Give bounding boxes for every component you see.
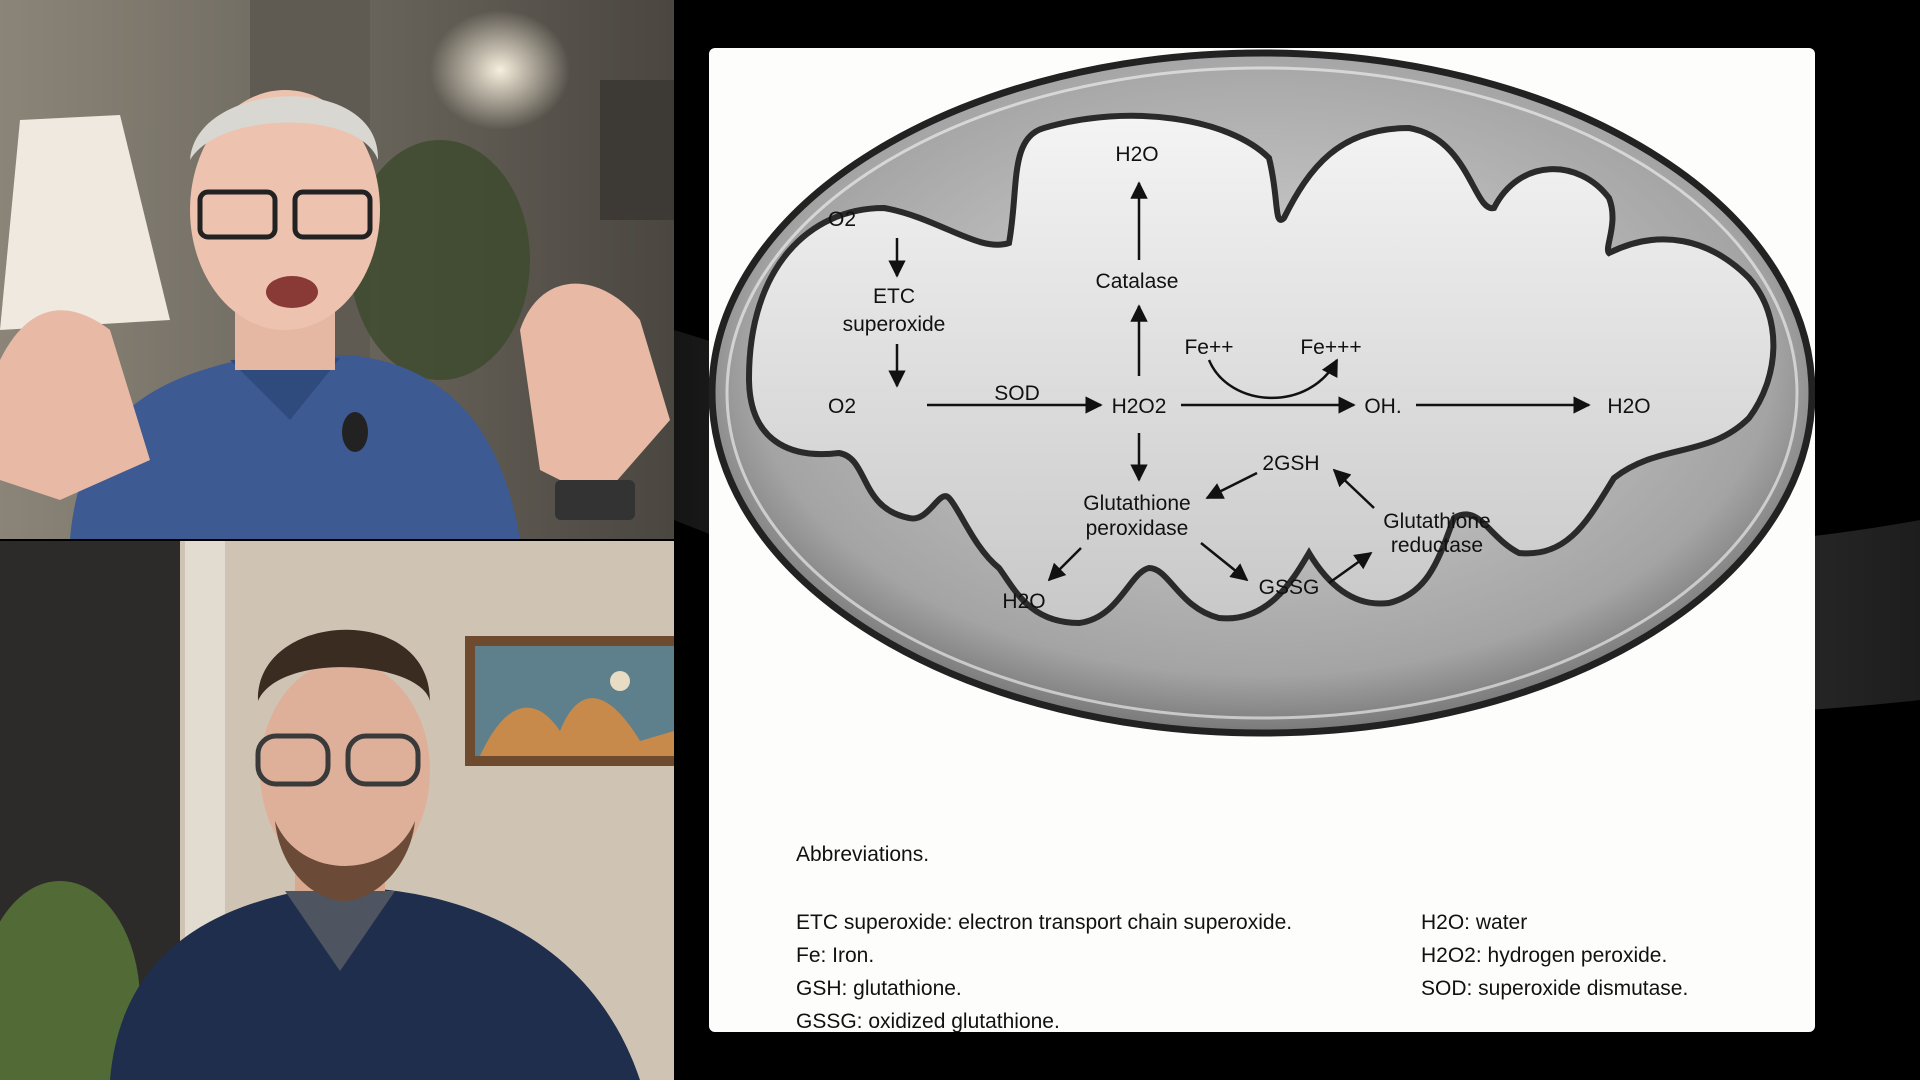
participant-video-guest[interactable] xyxy=(0,541,674,1080)
label-gpx-1: Glutathione xyxy=(1083,492,1190,515)
abbr-gsh: GSH: glutathione. xyxy=(796,977,962,1000)
arrow-gsh-gpx xyxy=(1205,471,1258,500)
label-sod: SOD xyxy=(994,382,1040,405)
label-gr-2: reductase xyxy=(1391,534,1483,557)
arrow-gpx-gssg xyxy=(1200,542,1249,582)
label-fe2: Fe++ xyxy=(1184,336,1233,359)
host-video-frame xyxy=(0,0,674,539)
abbreviations-title: Abbreviations. xyxy=(796,843,930,866)
arrow-gssg-gr xyxy=(1328,551,1373,585)
abbr-gssg: GSSG: oxidized glutathione. xyxy=(796,1010,1060,1032)
abbr-sod: SOD: superoxide dismutase. xyxy=(1421,977,1689,1000)
inner-membrane xyxy=(745,112,1777,627)
label-fe3: Fe+++ xyxy=(1300,336,1361,359)
arrow-gpx-h2o xyxy=(1047,547,1082,582)
abbr-h2o: H2O: water xyxy=(1421,911,1528,934)
label-h2o-right: H2O xyxy=(1607,395,1650,418)
label-h2o-bottom: H2O xyxy=(1002,590,1045,613)
abbreviations-left-column: ETC superoxide: electron transport chain… xyxy=(796,906,1396,1032)
label-gpx-2: peroxidase xyxy=(1086,517,1189,540)
mitochondrion-diagram: O2 ETC superoxide O2 SOD H2O2 Catalase H… xyxy=(709,49,1815,737)
label-gr-1: Glutathione xyxy=(1383,510,1490,533)
label-catalase: Catalase xyxy=(1096,270,1179,293)
abbr-fe: Fe: Iron. xyxy=(796,944,875,967)
reaction-arrows xyxy=(888,181,1591,585)
abbreviations-right-column: H2O: water H2O2: hydrogen peroxide. SOD:… xyxy=(1421,906,1801,1005)
label-oh: OH. xyxy=(1364,395,1401,418)
arrow-gr-gsh xyxy=(1332,468,1375,509)
arrow-fe-curve xyxy=(1207,358,1339,400)
label-h2o-top: H2O xyxy=(1115,143,1158,166)
label-gssg: GSSG xyxy=(1259,576,1320,599)
label-o2-mid: O2 xyxy=(828,395,856,418)
slide-panel: O2 ETC superoxide O2 SOD H2O2 Catalase H… xyxy=(709,48,1815,1032)
participant-video-host[interactable] xyxy=(0,0,674,539)
label-h2o2: H2O2 xyxy=(1112,395,1167,418)
guest-video-frame xyxy=(0,541,674,1080)
abbr-etc: ETC superoxide: electron transport chain… xyxy=(796,911,1293,934)
species-labels: O2 ETC superoxide O2 SOD H2O2 Catalase H… xyxy=(828,143,1651,613)
abbr-h2o2: H2O2: hydrogen peroxide. xyxy=(1421,944,1668,967)
label-superoxide: superoxide xyxy=(843,313,946,336)
label-2gsh: 2GSH xyxy=(1262,452,1319,475)
label-etc: ETC xyxy=(873,285,915,308)
label-o2-top: O2 xyxy=(828,208,856,231)
